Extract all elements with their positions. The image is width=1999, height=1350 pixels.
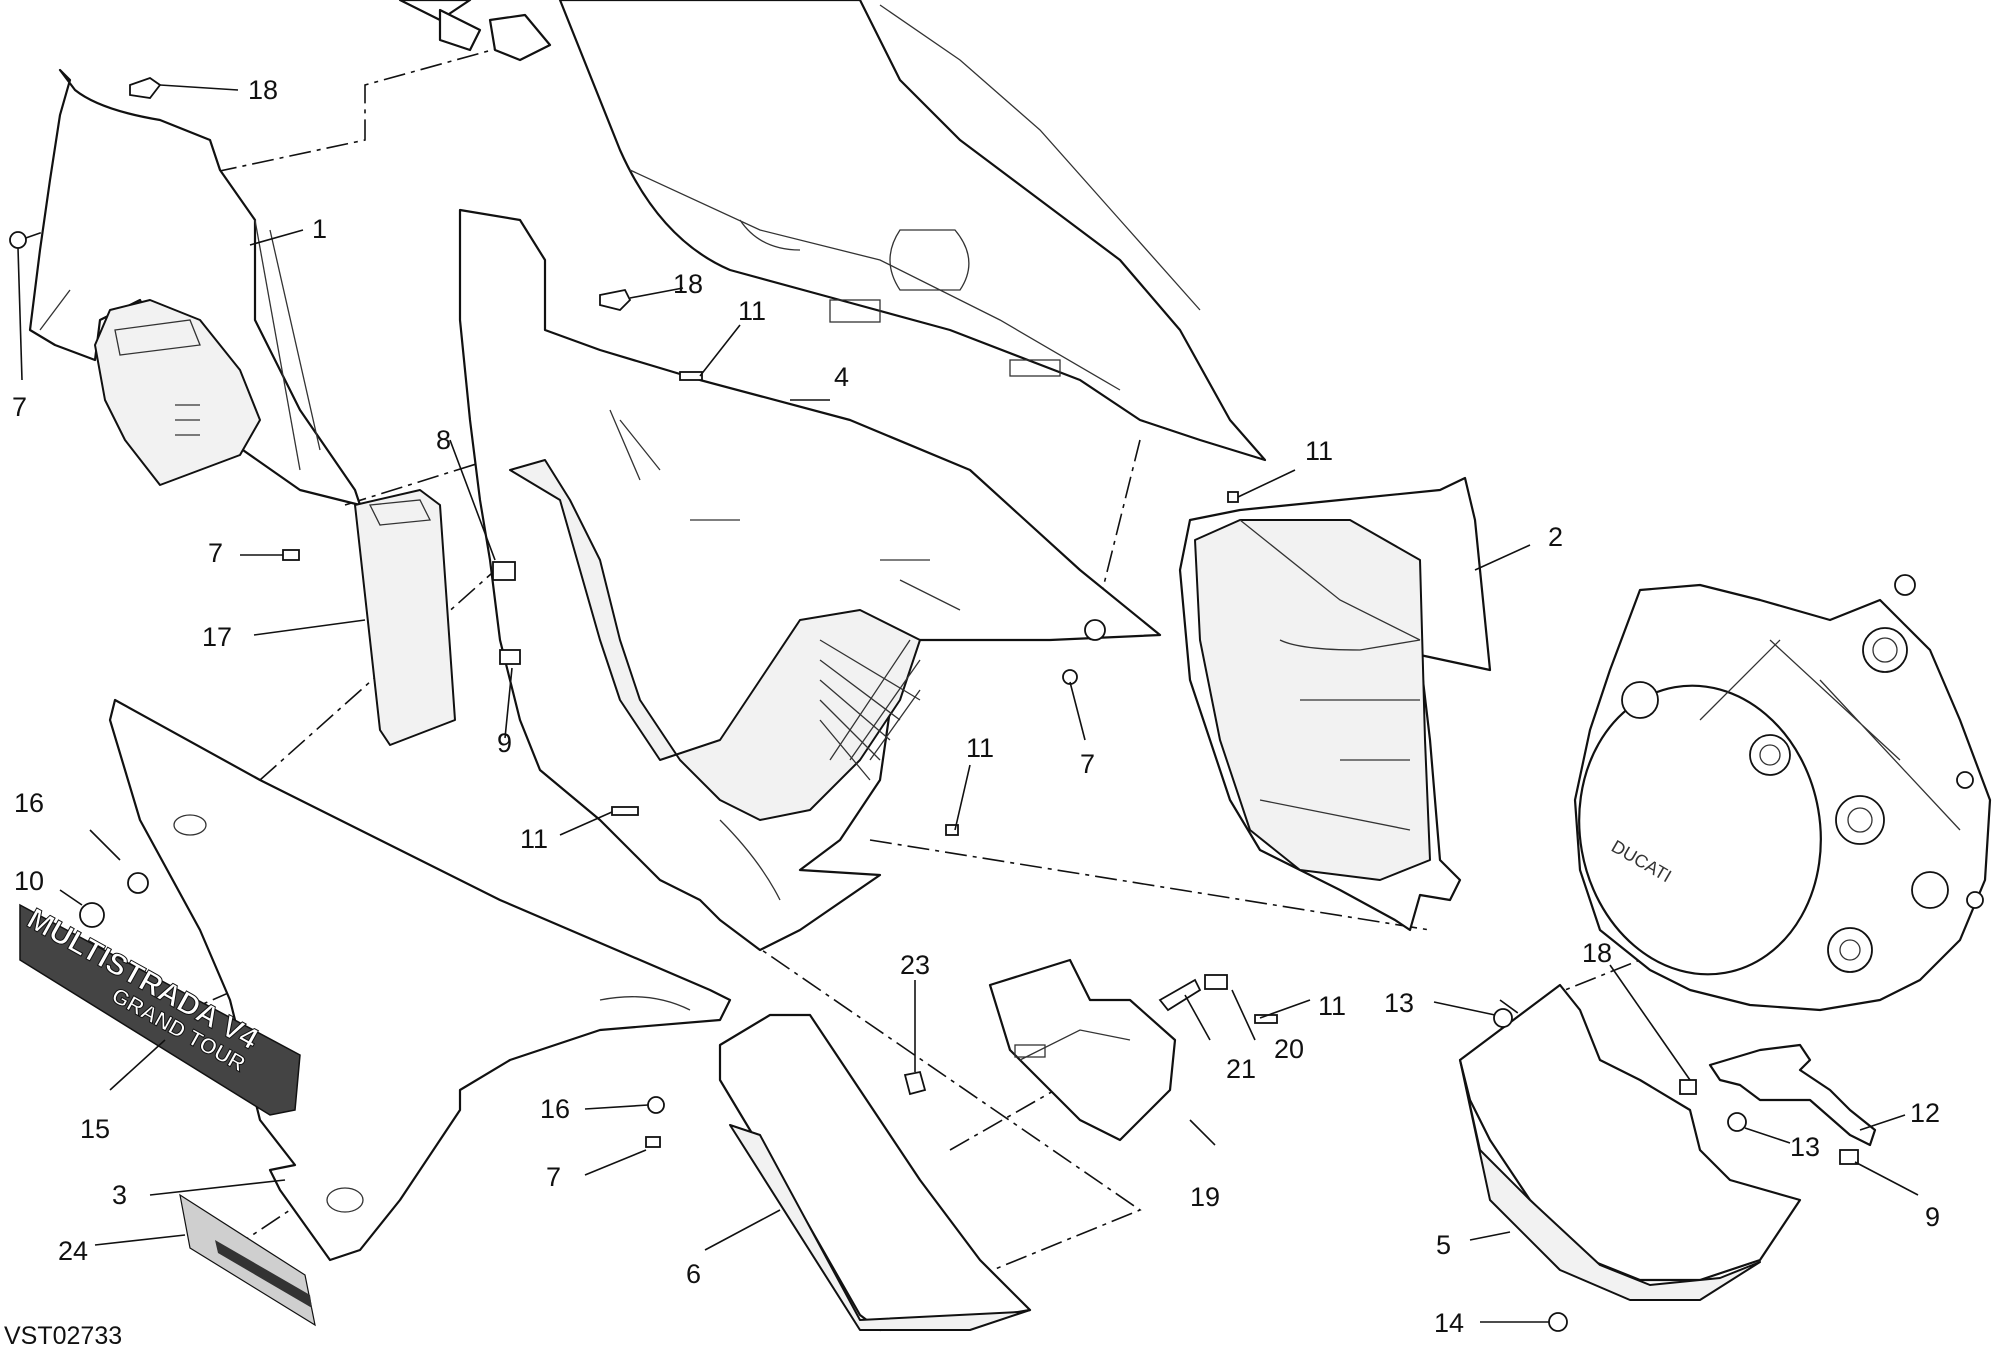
- callout-labels: 18 18 1 7 7 17 8 9 11 4 7 11 2 11 11 16 …: [12, 75, 1940, 1338]
- callout-23: 23: [900, 950, 930, 980]
- callout-11-left: 11: [520, 824, 548, 854]
- callout-18-middle: 18: [673, 269, 703, 299]
- leader-lines: [17, 84, 1919, 1323]
- callout-13-left: 13: [1384, 988, 1414, 1018]
- callout-24: 24: [58, 1236, 88, 1266]
- callout-11-centre: 11: [966, 733, 994, 763]
- part-12-bracket: [1708, 1043, 1877, 1147]
- callout-6: 6: [686, 1259, 701, 1289]
- part-3-lower-fairing: [108, 698, 732, 1262]
- callout-12: 12: [1910, 1098, 1940, 1128]
- callout-14: 14: [1434, 1308, 1464, 1338]
- part-17-filler: [354, 489, 456, 746]
- callout-13-right: 13: [1790, 1132, 1820, 1162]
- part-23-clip: [903, 1070, 927, 1096]
- callout-1: 1: [312, 214, 327, 244]
- callout-21: 20: [1274, 1034, 1304, 1064]
- callout-20: 19: [1190, 1182, 1220, 1212]
- callout-11-top: 11: [738, 296, 766, 326]
- callout-19: 18: [1582, 938, 1612, 968]
- callout-5: 5: [1436, 1230, 1451, 1260]
- callout-9-right: 9: [1925, 1202, 1940, 1232]
- part-24-stripe-decal: [179, 1193, 316, 1327]
- callout-11-bottom: 11: [1318, 991, 1346, 1021]
- part-1-side-cover: [28, 68, 362, 507]
- callout-16-left: 16: [14, 788, 44, 818]
- callout-18-top: 18: [248, 75, 278, 105]
- callout-17: 17: [202, 622, 232, 652]
- callout-16-centre: 16: [540, 1094, 570, 1124]
- diagram-code: VST02733: [4, 1322, 122, 1350]
- callout-7-left: 7: [208, 538, 223, 568]
- part-2-side-panel: [1178, 476, 1492, 932]
- callout-7-left-top: 7: [12, 392, 27, 422]
- callout-8: 8: [436, 425, 451, 455]
- callout-4: 4: [834, 362, 849, 392]
- callout-22: 21: [1226, 1054, 1256, 1084]
- part-5-lower-cover: [1458, 983, 1802, 1301]
- part-6-lower-panel: [718, 1013, 1032, 1332]
- callout-7-centre: 7: [1080, 749, 1095, 779]
- callout-7-bottom: 7: [546, 1162, 561, 1192]
- engine-cover: DUCATI: [1573, 574, 1992, 1012]
- callout-3: 3: [112, 1180, 127, 1210]
- callout-10: 10: [14, 866, 44, 896]
- callout-11-right: 11: [1305, 436, 1333, 466]
- callout-9-left: 9: [497, 728, 512, 758]
- callout-2: 2: [1548, 522, 1563, 552]
- part-20-bracket-cover: [988, 958, 1177, 1142]
- upper-fairing: [398, 0, 1267, 462]
- callout-15: 15: [80, 1114, 110, 1144]
- fasteners: [9, 76, 1859, 1332]
